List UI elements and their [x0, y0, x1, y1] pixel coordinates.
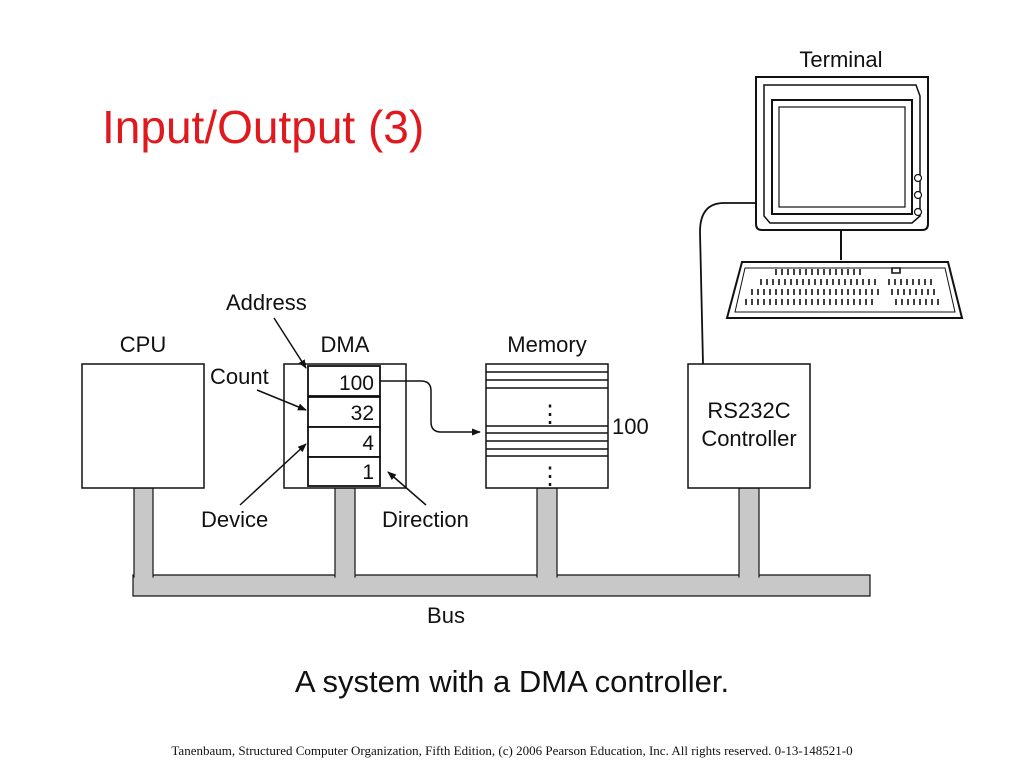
dma-register-direction [307, 456, 381, 487]
memory-ellipsis-lower: ⋮ [538, 463, 562, 490]
terminal-screen [771, 99, 913, 215]
dma-register-count [307, 396, 381, 428]
cpu-box [81, 363, 205, 489]
dma-label: DMA [321, 332, 370, 357]
controller-label-line2: Controller [701, 426, 796, 451]
count-label: Count [210, 364, 269, 389]
bus-tap-memory [536, 487, 558, 578]
terminal-cable [699, 202, 756, 365]
device-pointer-arrow [239, 443, 307, 506]
memory-address-label: 100 [612, 414, 649, 439]
memory-rows [486, 371, 608, 457]
dma-register-device [307, 426, 381, 458]
dma-register-direction-value: 1 [362, 461, 374, 484]
terminal-icon [725, 76, 964, 319]
direction-pointer-arrow [387, 471, 427, 506]
copyright-credit: Tanenbaum, Structured Computer Organizat… [171, 743, 853, 758]
memory-ellipsis-upper: ⋮ [538, 401, 562, 428]
dma-register-address-value: 100 [339, 372, 374, 395]
address-to-memory-arrow [380, 380, 481, 436]
count-pointer-arrow [256, 389, 307, 411]
dma-register-stack: 100 32 4 1 [307, 365, 381, 487]
dma-register-count-value: 32 [351, 402, 374, 425]
terminal-label: Terminal [799, 47, 882, 72]
bus-tap-dma [334, 487, 356, 578]
rs232c-controller-box [687, 363, 811, 489]
keyboard-icon [725, 261, 964, 319]
controller-label-line1: RS232C [707, 398, 790, 423]
bus-tap-cpu [133, 487, 154, 578]
dma-register-device-value: 4 [362, 432, 374, 455]
cpu-label: CPU [120, 332, 166, 357]
figure-caption: A system with a DMA controller. [294, 664, 730, 699]
address-label: Address [226, 290, 307, 315]
memory-label: Memory [507, 332, 586, 357]
system-bus [132, 487, 871, 597]
bus-label: Bus [427, 603, 465, 628]
direction-label: Direction [382, 507, 469, 532]
device-label: Device [201, 507, 268, 532]
slide-title: Input/Output (3) [102, 101, 425, 153]
address-pointer-arrow [273, 317, 307, 369]
bus-tap-controller [738, 487, 760, 578]
